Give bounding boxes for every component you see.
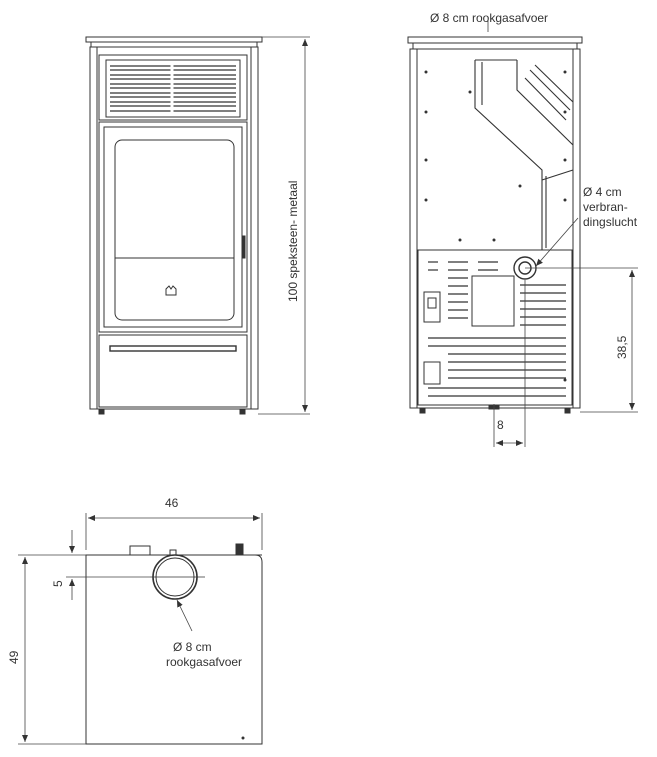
power-switch	[423, 291, 441, 323]
air-inlet-dimensions	[487, 20, 638, 447]
height-total-label: 100 speksteen- metaal	[286, 181, 300, 302]
front-view	[85, 36, 263, 415]
flue-pipe	[474, 59, 574, 250]
power-socket	[423, 361, 441, 385]
top-view	[85, 543, 263, 745]
air-intake-offset-label: 8	[497, 418, 504, 432]
flue-offset-label: 5	[51, 580, 65, 587]
rear-vents	[428, 261, 566, 397]
flue-top-label: Ø 8 cm rookgasafvoer	[430, 11, 548, 25]
top-flue-label-1: Ø 8 cm	[173, 640, 212, 654]
top-flue-label-2: rookgasafvoer	[166, 655, 242, 669]
back-view	[407, 36, 583, 414]
top-view-dimensions	[18, 513, 263, 745]
width-total-label: 46	[165, 496, 179, 510]
brand-logo	[165, 285, 177, 296]
depth-total-label: 49	[7, 650, 21, 664]
height-dimension	[258, 36, 310, 415]
air-intake-label-1: Ø 4 cm	[583, 185, 622, 199]
air-intake-label-3: dingslucht	[583, 215, 638, 229]
door-glass	[114, 139, 235, 321]
air-intake-label-2: verbran-	[583, 200, 628, 214]
air-intake-height-label: 38,5	[615, 335, 629, 359]
